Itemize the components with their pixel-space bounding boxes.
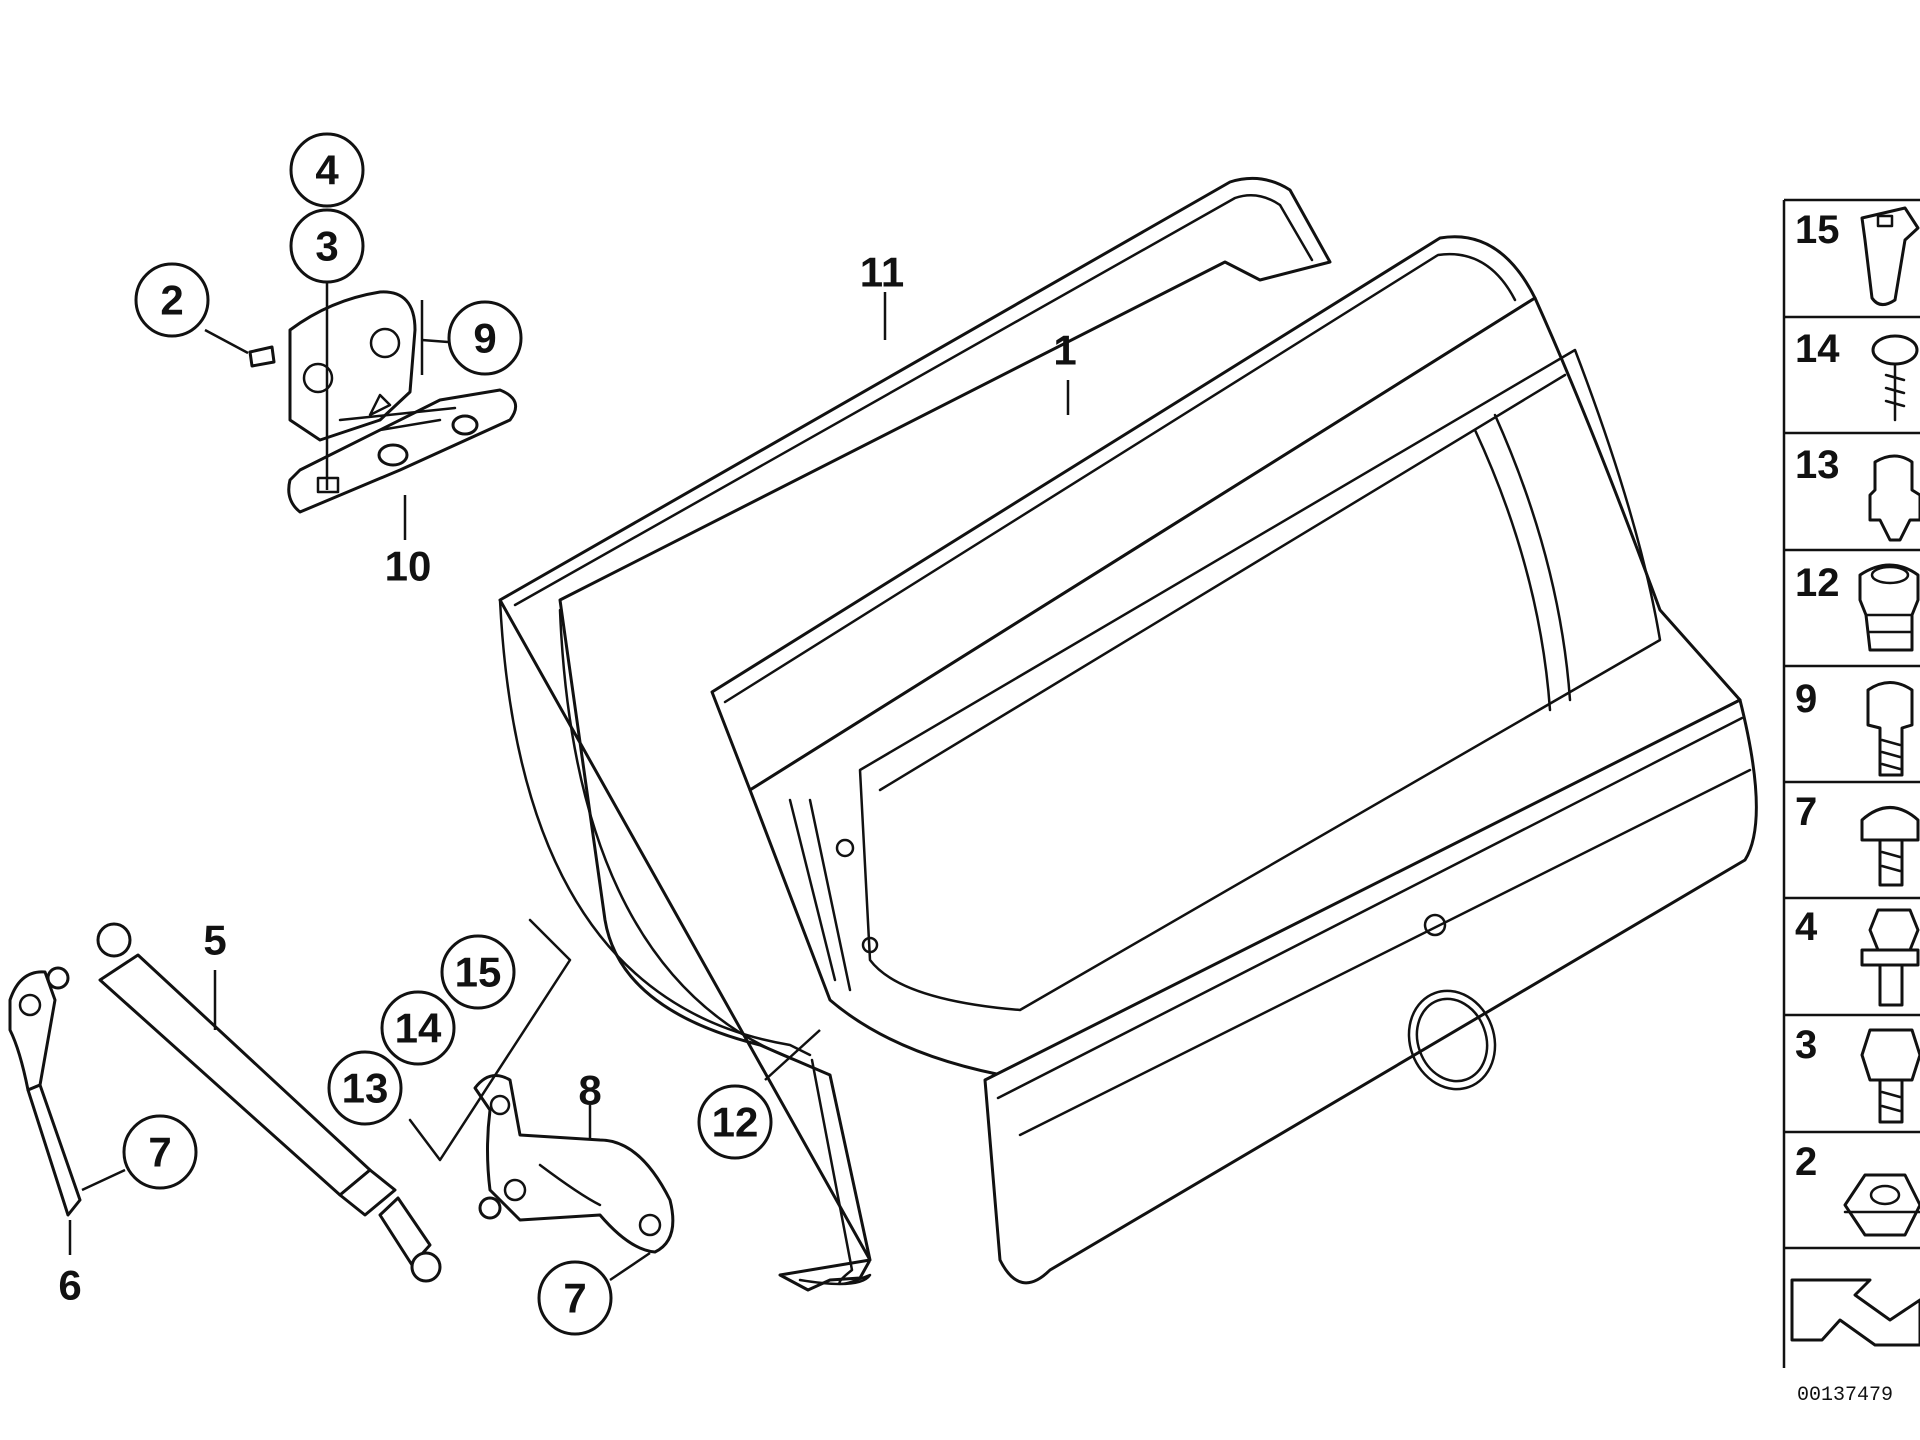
parts-panel-cell-4: 4 bbox=[1784, 905, 1920, 1017]
group-bracket bbox=[408, 918, 572, 1162]
callout-8: 8 bbox=[578, 1067, 601, 1114]
callout-circle-12: 12 bbox=[697, 1084, 773, 1160]
svg-text:4: 4 bbox=[1795, 905, 1818, 949]
strut-bracket-right bbox=[473, 1074, 675, 1254]
tailgate-body bbox=[710, 235, 1758, 1285]
callout-5: 5 bbox=[203, 917, 226, 964]
callout-labels: 1 11 5 6 8 10 4 3 2 9 7 7 bbox=[58, 132, 1077, 1336]
callout-1: 1 bbox=[1053, 327, 1076, 374]
callout-circle-9: 9 bbox=[447, 300, 523, 376]
svg-text:4: 4 bbox=[315, 147, 339, 194]
svg-text:14: 14 bbox=[1795, 327, 1840, 371]
svg-text:12: 12 bbox=[1795, 561, 1840, 605]
parts-panel-cell-7: 7 bbox=[1784, 790, 1920, 900]
callout-10: 10 bbox=[385, 543, 432, 590]
pin-icon bbox=[1868, 454, 1920, 542]
svg-text:9: 9 bbox=[473, 315, 496, 362]
parts-panel-cell-14: 14 bbox=[1784, 327, 1920, 435]
parts-panel-cell-3: 3 bbox=[1784, 1023, 1920, 1134]
tailgate-seal bbox=[498, 176, 1332, 1292]
svg-text:7: 7 bbox=[148, 1129, 171, 1176]
callout-circle-3: 3 bbox=[289, 208, 365, 284]
leader-lines bbox=[68, 278, 1070, 1282]
callout-circle-7-right: 7 bbox=[537, 1260, 613, 1336]
parts-panel-cell-arrow bbox=[1790, 1278, 1920, 1347]
parts-panel-cell-13: 13 bbox=[1784, 443, 1920, 552]
callout-circle-4: 4 bbox=[289, 132, 365, 208]
svg-text:13: 13 bbox=[342, 1065, 389, 1112]
svg-text:15: 15 bbox=[1795, 208, 1840, 252]
callout-6: 6 bbox=[58, 1262, 81, 1309]
svg-text:14: 14 bbox=[395, 1005, 442, 1052]
callout-circle-14: 14 bbox=[380, 990, 456, 1066]
callout-circle-2: 2 bbox=[134, 262, 210, 338]
hex-screw-icon bbox=[1860, 1028, 1920, 1082]
bolt-icon bbox=[1866, 681, 1914, 777]
hinge-assembly bbox=[248, 290, 518, 514]
screw-icon bbox=[1871, 334, 1919, 366]
svg-text:13: 13 bbox=[1795, 443, 1840, 487]
grommet-icon bbox=[1858, 563, 1920, 652]
svg-text:9: 9 bbox=[1795, 677, 1817, 721]
parts-panel: 15 14 13 12 9 bbox=[1782, 198, 1920, 1368]
callout-11: 11 bbox=[860, 249, 904, 296]
svg-text:2: 2 bbox=[1795, 1140, 1817, 1184]
callout-circle-13: 13 bbox=[327, 1050, 403, 1126]
expanding-nut-icon bbox=[1860, 206, 1920, 306]
svg-text:2: 2 bbox=[160, 277, 183, 324]
parts-panel-cell-9: 9 bbox=[1784, 677, 1920, 784]
svg-text:3: 3 bbox=[1795, 1023, 1817, 1067]
strut-bracket-left bbox=[8, 966, 82, 1217]
callout-circle-15: 15 bbox=[440, 934, 516, 1010]
parts-panel-cell-2: 2 bbox=[1784, 1140, 1920, 1250]
parts-panel-cell-15: 15 bbox=[1784, 206, 1920, 319]
svg-text:7: 7 bbox=[1795, 790, 1817, 834]
svg-text:12: 12 bbox=[712, 1099, 759, 1146]
catalog-number: 00137479 bbox=[1797, 1384, 1893, 1407]
callout-circle-7-left: 7 bbox=[122, 1114, 198, 1190]
direction-arrow-icon bbox=[1790, 1278, 1920, 1347]
parts-panel-cell-12: 12 bbox=[1784, 561, 1920, 668]
svg-text:3: 3 bbox=[315, 223, 338, 270]
flange-bolt-icon bbox=[1860, 806, 1920, 842]
svg-text:15: 15 bbox=[455, 949, 502, 996]
svg-text:7: 7 bbox=[563, 1275, 586, 1322]
gas-strut bbox=[96, 922, 442, 1283]
hex-bolt-icon bbox=[1868, 908, 1920, 952]
